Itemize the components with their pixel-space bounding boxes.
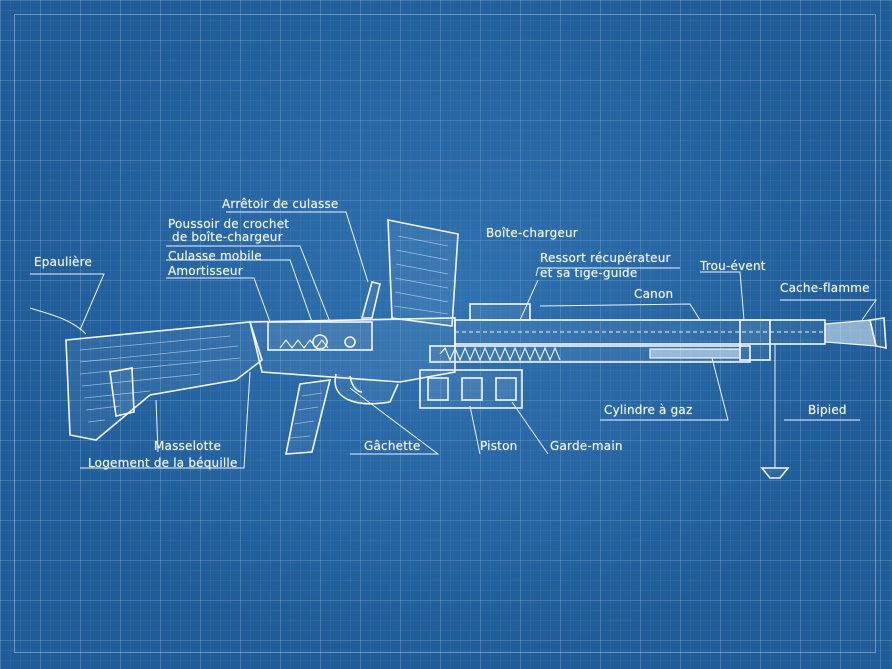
label-piston: Piston xyxy=(480,439,518,453)
shoulder-strap xyxy=(29,307,87,335)
label-bipied: Bipied xyxy=(808,403,847,417)
label-trou-event: Trou-évent xyxy=(700,259,766,273)
label-amortisseur: Amortisseur xyxy=(168,264,243,278)
trigger xyxy=(349,375,363,393)
gas-cylinder xyxy=(429,345,751,363)
label-boite: Boîte-chargeur xyxy=(486,226,578,240)
buffer-spring xyxy=(279,339,329,349)
label-poussoir-1: Poussoir de crochet xyxy=(168,217,290,231)
label-cylindre: Cylindre à gaz xyxy=(604,403,693,417)
label-culasse: Culasse mobile xyxy=(168,249,262,263)
label-epauliere: Epaulière xyxy=(34,255,93,269)
flash-hider xyxy=(824,317,887,349)
label-canon: Canon xyxy=(634,287,674,301)
receiver xyxy=(248,281,456,383)
label-arretoir: Arrêtoir de culasse xyxy=(222,197,339,211)
label-poussoir-2: de boîte-chargeur xyxy=(172,230,283,244)
label-masselotte: Masselotte xyxy=(154,439,222,453)
magazine xyxy=(387,219,459,327)
buttstock-recess xyxy=(109,367,135,417)
label-cache-flamme: Cache-flamme xyxy=(780,281,870,295)
blueprint-frame xyxy=(14,14,876,653)
bolt-stop xyxy=(360,281,381,319)
bipod xyxy=(760,344,790,479)
leader-lines xyxy=(30,211,877,469)
label-gachette: Gâchette xyxy=(364,439,421,453)
handguard xyxy=(419,369,523,409)
label-ressort-1: Ressort récupérateur xyxy=(540,251,671,265)
label-logement: Logement de la béquille xyxy=(88,456,238,470)
label-garde-main: Garde-main xyxy=(550,439,623,453)
barrel xyxy=(454,303,826,361)
label-ressort-2: et sa tige-guide xyxy=(540,266,638,280)
stock xyxy=(65,321,263,441)
pistol-grip xyxy=(285,373,399,455)
